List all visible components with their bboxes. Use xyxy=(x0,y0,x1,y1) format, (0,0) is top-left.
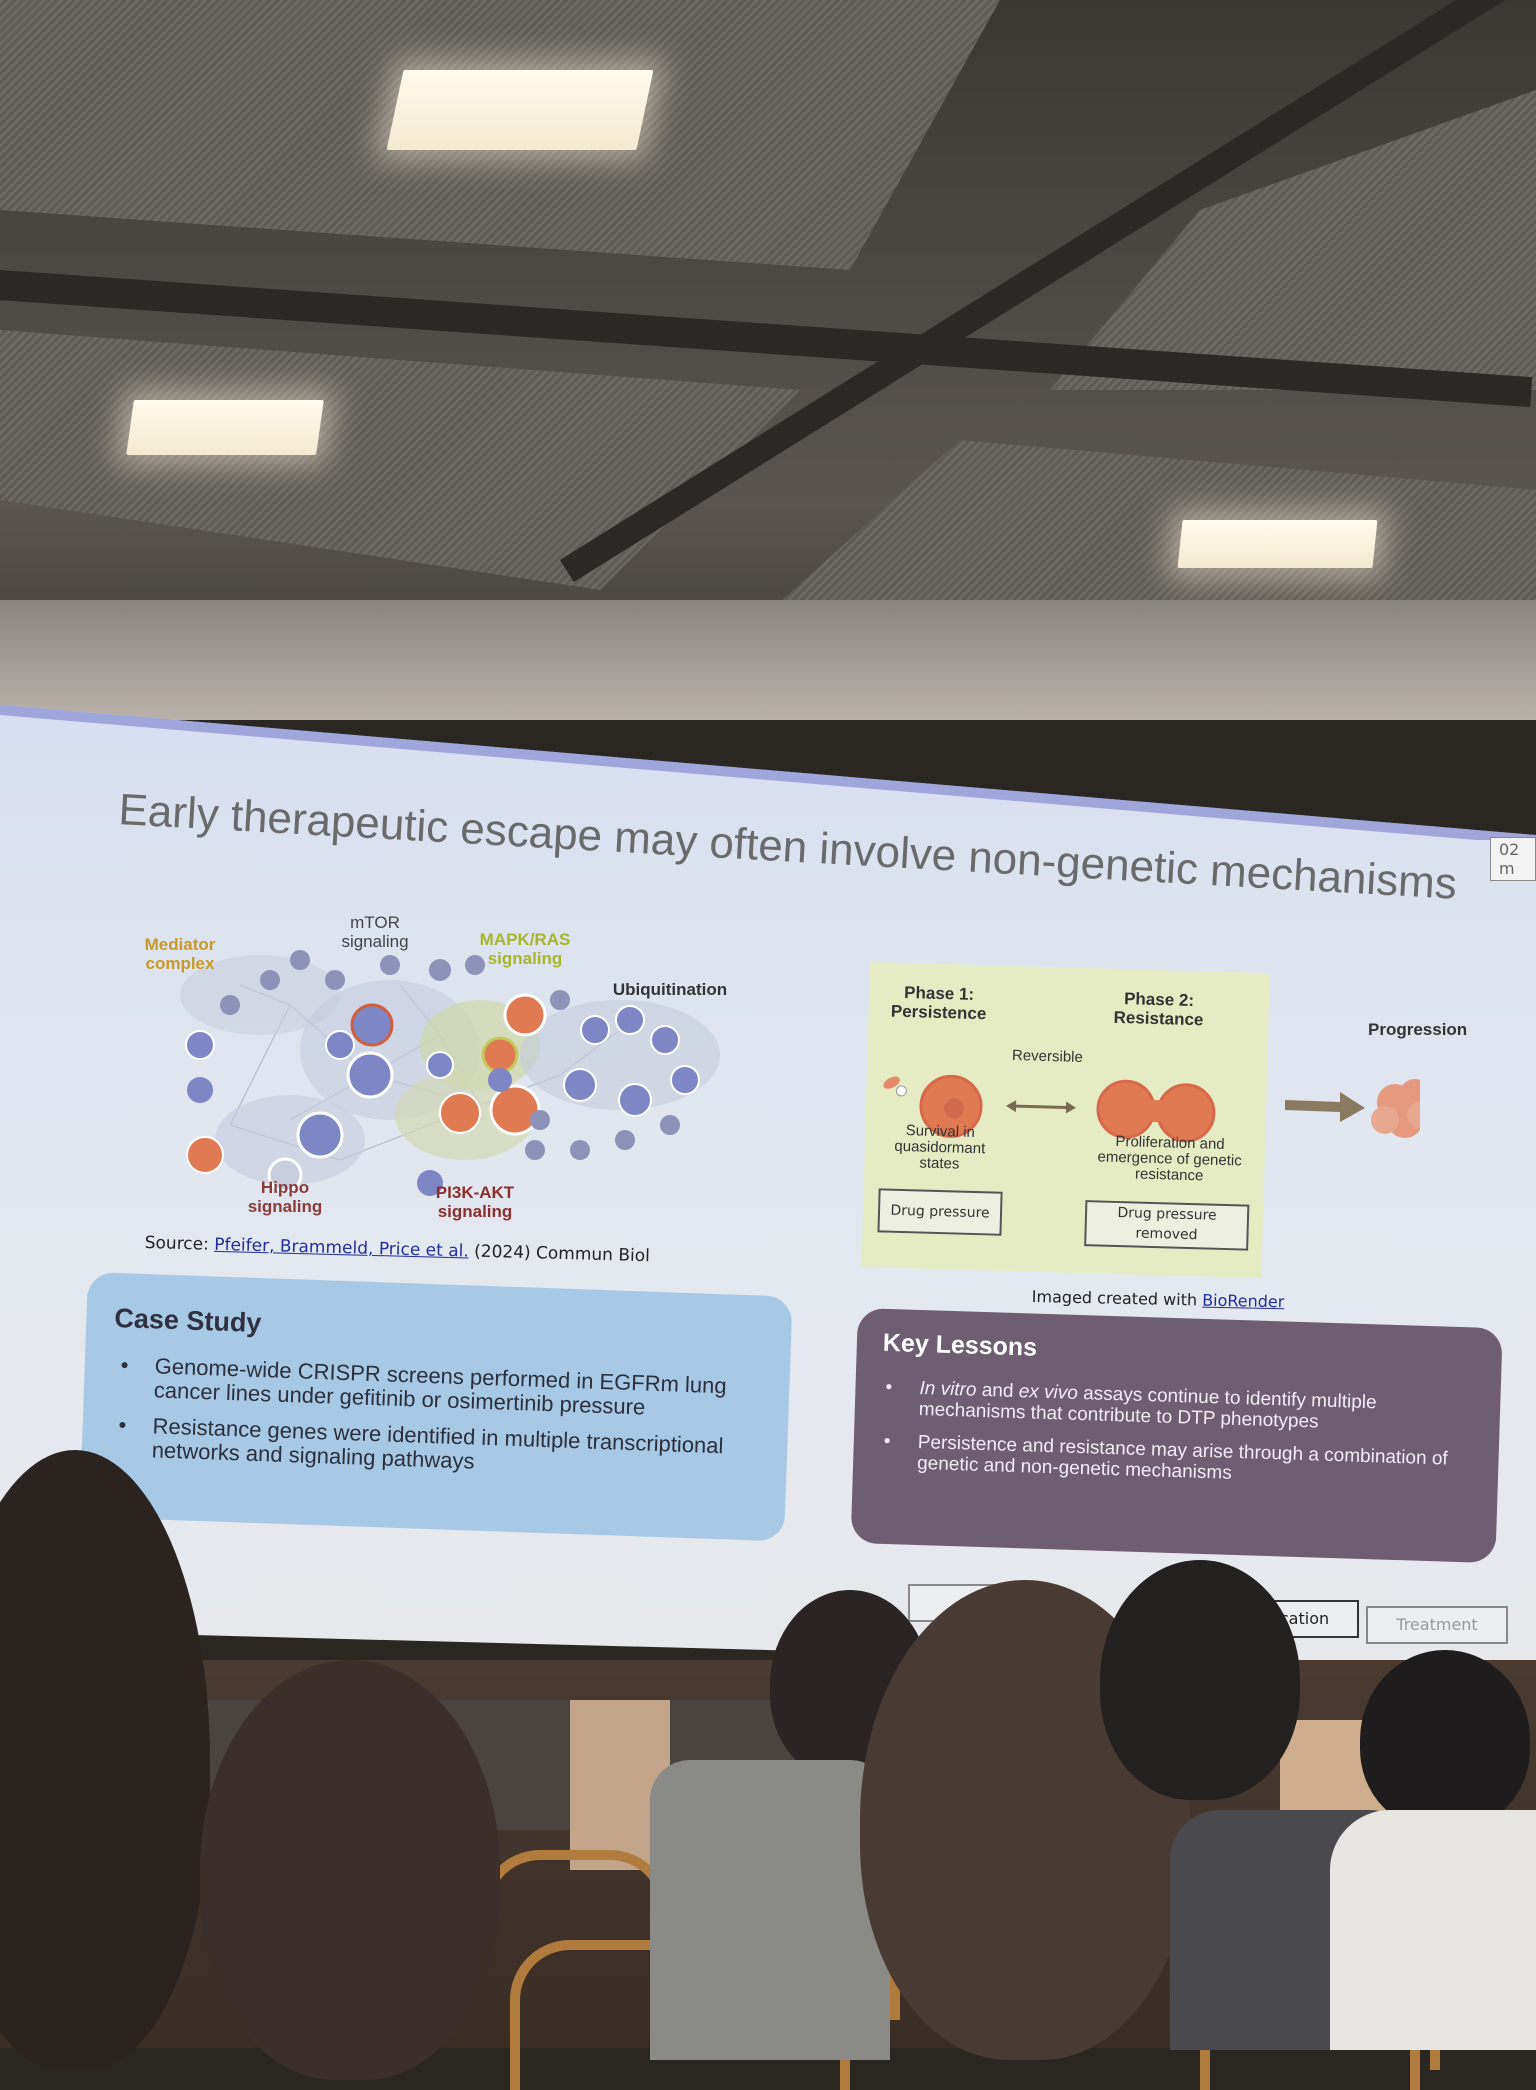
slide-timer: 02 m xyxy=(1490,837,1536,881)
cluster-mediator xyxy=(180,955,340,1035)
phase2-title: Phase 2: Resistance xyxy=(1113,989,1204,1030)
label-mtor: mTOR signaling xyxy=(341,913,409,951)
audience-head xyxy=(200,1660,500,2080)
wall xyxy=(0,600,1536,720)
ceiling-panel xyxy=(1050,90,1536,390)
ceiling-light xyxy=(126,400,324,455)
case-study-box: Case Study Genome-wide CRISPR screens pe… xyxy=(79,1272,793,1542)
reversible-label: Reversible xyxy=(1011,1047,1084,1066)
label-hippo: Hippo signaling xyxy=(247,1178,323,1216)
survival-text: Survival in quasidormant states xyxy=(894,1122,986,1173)
key-lessons-bullet: In vitro and ex vivo assays continue to … xyxy=(877,1377,1473,1438)
gene-network-figure: Mediator complex mTOR signaling MAPK/RAS… xyxy=(140,913,740,1235)
cell-illustration xyxy=(883,1074,1216,1143)
drug-pressure-removed-box: Drug pressure removed xyxy=(1084,1200,1250,1251)
key-lessons-bullet: Persistence and resistance may arise thr… xyxy=(875,1431,1471,1492)
label-mediator-complex: Mediator complex xyxy=(144,935,216,973)
cell-nucleus-icon xyxy=(943,1098,964,1119)
label-pi3k-akt: PI3K-AKT signaling xyxy=(435,1183,515,1221)
network-nodes xyxy=(185,950,700,1196)
audience-head xyxy=(1360,1650,1530,1830)
proliferation-text: Proliferation and emergence of genetic r… xyxy=(1097,1132,1242,1185)
ceiling-light xyxy=(1177,520,1378,568)
case-study-bullet: Resistance genes were identified in mult… xyxy=(109,1413,750,1483)
label-ubiquitination: Ubiquitination xyxy=(612,980,728,999)
label-mapk-ras: MAPK/RAS signaling xyxy=(479,930,571,968)
and-text: and xyxy=(976,1379,1020,1403)
audience-shoulders xyxy=(650,1760,890,2060)
progression-label: Progression xyxy=(1368,1020,1468,1039)
phase1-title: Phase 1: Persistence xyxy=(890,982,987,1024)
ex-vivo-text: ex vivo xyxy=(1018,1381,1079,1404)
biorender-link[interactable]: BioRender xyxy=(1201,1290,1285,1312)
audience-area xyxy=(0,1450,1536,2090)
key-lessons-heading: Key Lessons xyxy=(882,1328,1038,1362)
case-study-bullet: Genome-wide CRISPR screens performed in … xyxy=(112,1353,753,1423)
audience-head xyxy=(0,1450,210,2070)
key-lessons-list: In vitro and ex vivo assays continue to … xyxy=(874,1377,1472,1504)
case-study-list: Genome-wide CRISPR screens performed in … xyxy=(109,1353,753,1495)
drug-pressure-box: Drug pressure xyxy=(877,1188,1003,1236)
audience-shoulders xyxy=(1330,1810,1536,2050)
case-study-heading: Case Study xyxy=(113,1302,262,1339)
network-graph xyxy=(180,950,720,1196)
ceiling-panel xyxy=(0,330,800,590)
progression-arrow xyxy=(1285,1092,1365,1122)
reversible-arrow xyxy=(1010,1104,1072,1110)
in-vitro-text: In vitro xyxy=(919,1377,977,1401)
nav-button-treatment[interactable]: Treatment xyxy=(1366,1606,1508,1644)
ceiling-light xyxy=(386,70,654,150)
pill-icon xyxy=(883,1076,907,1097)
audience-head xyxy=(1100,1560,1300,1800)
tumor-cluster-icon xyxy=(1371,1079,1420,1138)
phases-diagram: Phase 1: Persistence Phase 2: Resistance… xyxy=(861,962,1270,1279)
progression-graphic xyxy=(1285,1079,1420,1138)
dividing-cell-icon xyxy=(1096,1079,1216,1143)
source-prefix: Source: xyxy=(144,1233,215,1255)
credit-prefix: Imaged created with xyxy=(1031,1287,1203,1310)
key-lessons-box: Key Lessons In vitro and ex vivo assays … xyxy=(850,1308,1503,1564)
